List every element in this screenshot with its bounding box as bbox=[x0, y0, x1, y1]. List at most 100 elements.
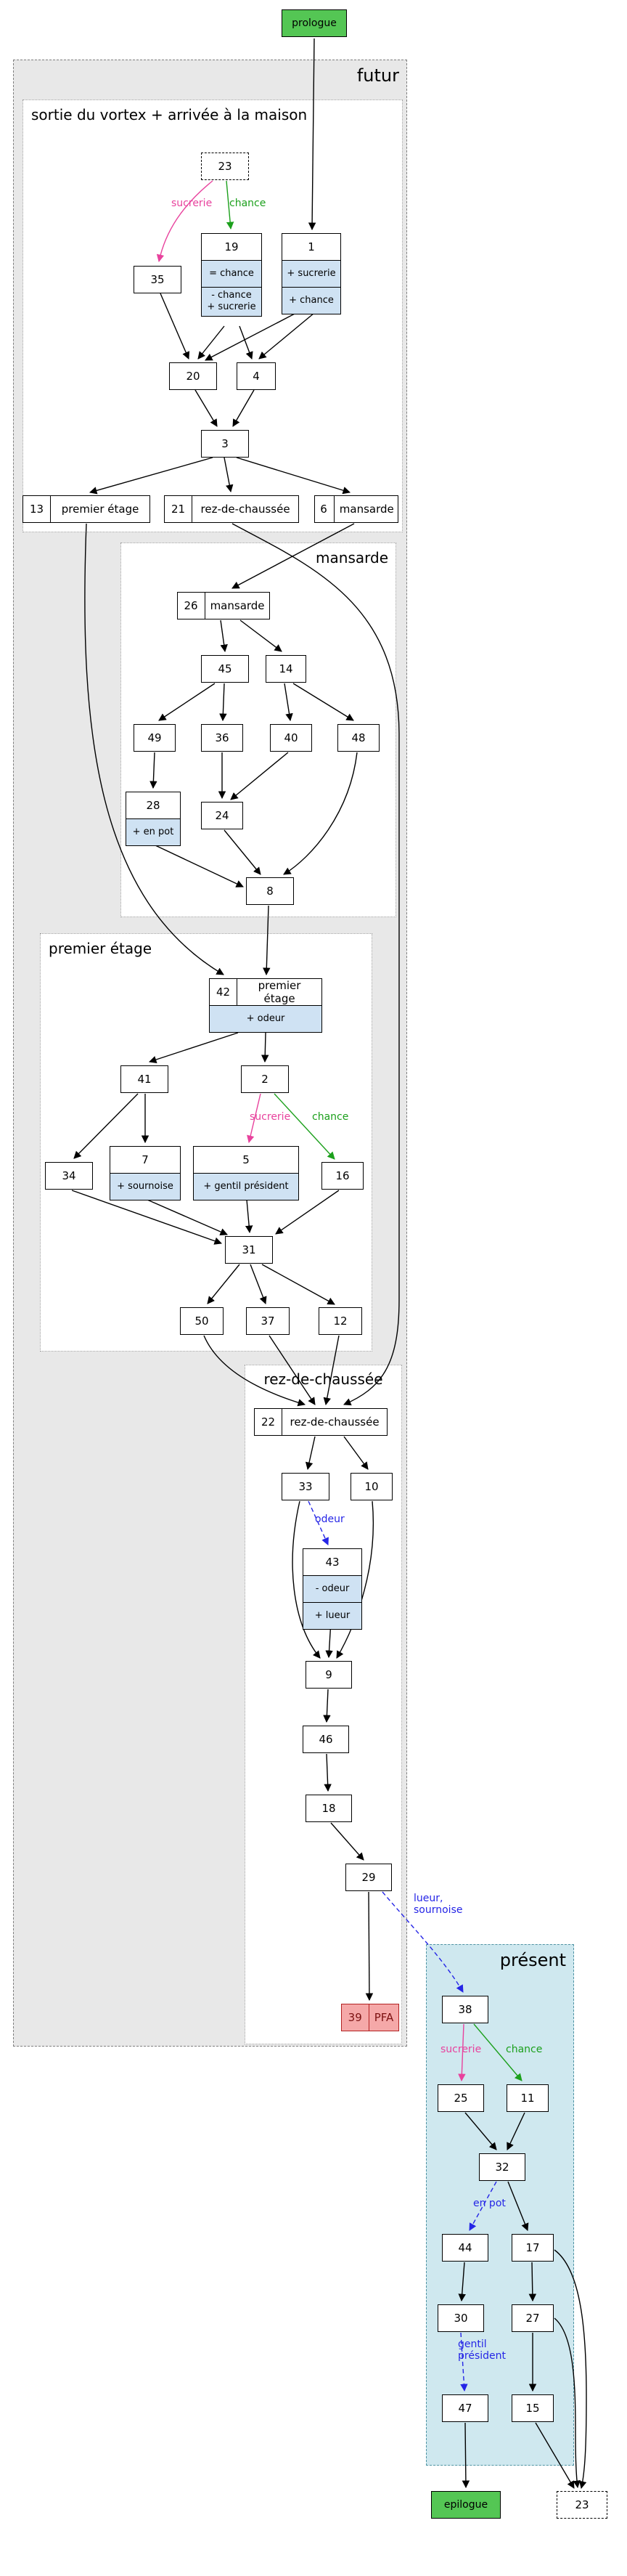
edge-16-31 bbox=[275, 1190, 340, 1235]
edge-48-8 bbox=[283, 752, 358, 875]
node-22-rez-de-chaussee: 22 rez-de-chaussée bbox=[254, 1408, 388, 1436]
node-36: 36 bbox=[201, 724, 243, 752]
node-32: 32 bbox=[479, 2153, 525, 2181]
edge-38-11-chance bbox=[473, 2023, 522, 2081]
node-11: 11 bbox=[507, 2084, 549, 2112]
edge-33-9 bbox=[292, 1500, 321, 1659]
node-45: 45 bbox=[201, 655, 249, 683]
edge-11-32 bbox=[507, 2112, 525, 2150]
node-24: 24 bbox=[201, 802, 243, 829]
edge-32-17 bbox=[507, 2181, 529, 2231]
edge-8-42 bbox=[263, 905, 271, 976]
edge-37-22 bbox=[269, 1335, 316, 1405]
edge-24-8 bbox=[224, 829, 261, 875]
edge-10-9 bbox=[336, 1500, 374, 1659]
label-premier-etage: premier étage bbox=[49, 940, 152, 957]
edge-33-43-odeur bbox=[308, 1500, 329, 1545]
node-37: 37 bbox=[246, 1307, 290, 1335]
edge-label-gentil-president: gentil président bbox=[458, 2339, 506, 2362]
edge-13-42 bbox=[84, 523, 224, 975]
node-42-premier-etage: 42 premier étage + odeur bbox=[209, 978, 322, 1033]
node-5: 5 + gentil président bbox=[193, 1146, 299, 1200]
edge-45-49 bbox=[158, 683, 216, 721]
edge-17-27 bbox=[528, 2262, 537, 2302]
label-present: présent bbox=[499, 1950, 566, 1970]
edge-15-23 bbox=[535, 2422, 575, 2489]
edge-3-6 bbox=[236, 457, 351, 495]
edge-label-chance-2: chance bbox=[312, 1111, 349, 1123]
edge-35-20 bbox=[160, 293, 190, 359]
edge-1-20 bbox=[205, 312, 297, 361]
node-31: 31 bbox=[225, 1236, 273, 1264]
node-21-rez-de-chaussee: 21 rez-de-chaussée bbox=[164, 495, 299, 523]
edge-4-3 bbox=[232, 389, 255, 427]
label-mansarde: mansarde bbox=[316, 549, 388, 566]
node-26-mansarde: 26 mansarde bbox=[177, 592, 270, 619]
edge-label-en-pot: en pot bbox=[473, 2198, 506, 2209]
node-28: 28 + en pot bbox=[126, 792, 181, 846]
node-3: 3 bbox=[201, 430, 249, 458]
node-43: 43 - odeur + lueur bbox=[303, 1548, 362, 1630]
node-35: 35 bbox=[134, 266, 181, 293]
label-sortie-vortex: sortie du vortex + arrivée à la maison bbox=[31, 106, 308, 123]
node-48: 48 bbox=[337, 724, 380, 752]
edge-45-36 bbox=[219, 683, 227, 722]
node-39-pfa: 39 PFA bbox=[341, 2004, 399, 2031]
edge-46-18 bbox=[324, 1753, 332, 1792]
edge-29-38-lueur-sournoise bbox=[382, 1891, 464, 1993]
edge-3-13 bbox=[89, 457, 213, 495]
edge-19-4 bbox=[239, 325, 253, 359]
node-prologue: prologue bbox=[282, 9, 347, 37]
container-present bbox=[426, 1944, 574, 2466]
node-epilogue: epilogue bbox=[431, 2491, 501, 2519]
edge-14-48 bbox=[292, 683, 354, 721]
node-14: 14 bbox=[266, 655, 306, 683]
edge-5-31 bbox=[245, 1199, 253, 1234]
node-15: 15 bbox=[512, 2394, 554, 2422]
edge-32-44-enpot bbox=[469, 2181, 497, 2231]
node-4: 4 bbox=[237, 362, 276, 390]
edge-label-sucrerie-1: sucrerie bbox=[171, 198, 213, 209]
edge-1-4 bbox=[258, 312, 315, 359]
edge-30-47-gentil bbox=[460, 2332, 468, 2392]
edge-19-20 bbox=[197, 325, 225, 359]
edge-3-21 bbox=[224, 457, 234, 493]
node-23-bottom: 23 bbox=[557, 2491, 607, 2519]
node-1: 1 + sucrerie + chance bbox=[282, 233, 341, 314]
edge-9-46 bbox=[323, 1689, 331, 1723]
node-6-mansarde: 6 mansarde bbox=[314, 495, 398, 523]
edge-28-8 bbox=[155, 845, 244, 887]
node-9: 9 bbox=[306, 1661, 352, 1689]
node-18: 18 bbox=[306, 1795, 352, 1822]
edge-31-50 bbox=[207, 1264, 240, 1304]
node-29: 29 bbox=[345, 1864, 392, 1891]
edge-34-31 bbox=[71, 1190, 222, 1245]
edge-12-22 bbox=[323, 1335, 340, 1406]
edge-label-odeur: odeur bbox=[315, 1513, 345, 1525]
label-futur: futur bbox=[356, 65, 399, 86]
edge-23-19-chance bbox=[226, 180, 234, 230]
edge-2-5-sucrerie bbox=[247, 1093, 261, 1144]
edge-label-chance-3: chance bbox=[506, 2044, 543, 2055]
edge-label-chance-1: chance bbox=[229, 198, 266, 209]
node-7: 7 + sournoise bbox=[110, 1146, 181, 1200]
edge-17-23 bbox=[554, 2249, 587, 2490]
edge-26-14 bbox=[239, 619, 282, 652]
edge-42-41 bbox=[149, 1032, 239, 1064]
edge-38-25-sucrerie bbox=[458, 2023, 466, 2082]
edge-31-12 bbox=[261, 1264, 335, 1305]
edge-21-22 bbox=[231, 523, 400, 1406]
edge-label-sucrerie-2: sucrerie bbox=[250, 1111, 291, 1123]
edge-2-16-chance bbox=[274, 1093, 335, 1160]
node-46: 46 bbox=[303, 1726, 349, 1753]
node-49: 49 bbox=[134, 724, 176, 752]
edge-6-26 bbox=[231, 523, 355, 589]
edge-23-35-sucrerie bbox=[156, 180, 213, 263]
edge-label-lueur-sournoise: lueur, sournoise bbox=[414, 1893, 463, 1917]
edge-44-30 bbox=[458, 2262, 466, 2302]
edge-prologue-1 bbox=[308, 38, 316, 231]
edge-40-24 bbox=[230, 752, 289, 800]
edge-42-2 bbox=[261, 1032, 269, 1063]
